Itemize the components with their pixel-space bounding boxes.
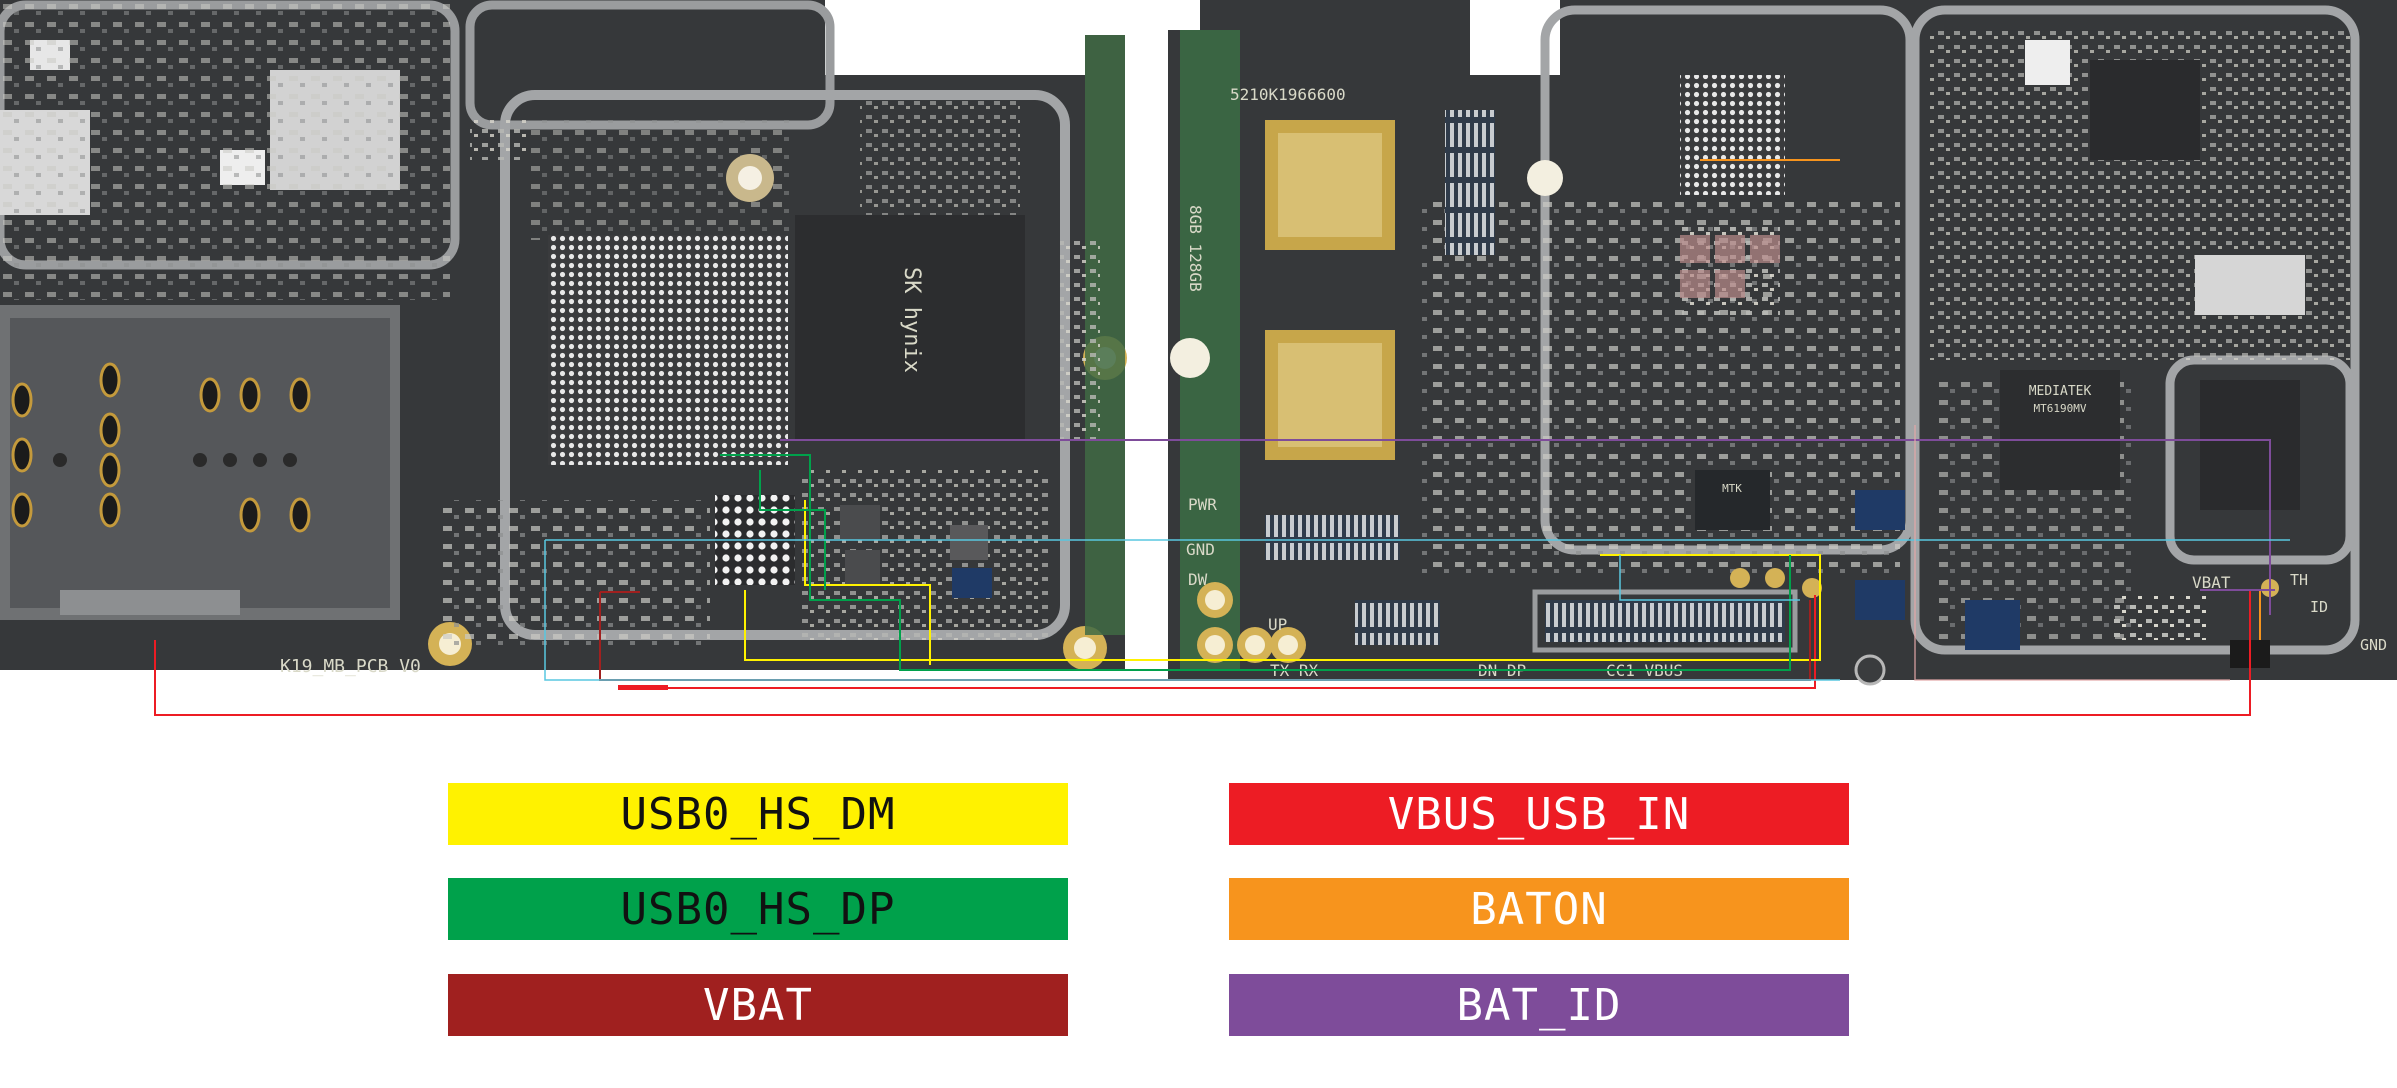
legend-usb0-hs-dp: USB0_HS_DP [448,878,1068,940]
legend-vbat: VBAT [448,974,1068,1036]
net-traces [154,159,2290,716]
trace-bat-id [780,439,2271,615]
legend-label: USB0_HS_DP [620,883,896,935]
legend-usb0-hs-dm: USB0_HS_DM [448,783,1068,845]
silk-up: UP [1268,615,1287,634]
chip-mediatek-code: MT6190MV [2034,402,2087,415]
chip-mtk: MTK [1722,482,1742,495]
silk-pwr: PWR [1188,495,1217,514]
legend-label: BATON [1470,883,1608,935]
lot-code: 5210K1966600 [1230,85,1346,104]
silk-gnd-right: GND [2360,636,2387,654]
pcb-label: K19_MB_PCB V0 [280,656,421,677]
chip-mediatek: MEDIATEK [2029,384,2092,399]
silk-id: ID [2310,598,2328,616]
pcb-board-photo: SK hynix K19_MB_PCB V0 5210K1966600 8GB … [0,0,2397,716]
trace-vbus-usb-in [154,590,2251,716]
pcb-board-illustration: SK hynix K19_MB_PCB V0 5210K1966600 8GB … [0,0,2397,716]
left-board: SK hynix K19_MB_PCB V0 [0,0,1127,677]
svg-text:SK hynix: SK hynix [899,267,924,373]
silk-gnd: GND [1186,540,1215,559]
legend-label: BAT_ID [1456,979,1622,1031]
silk-vbat: VBAT [2192,573,2231,592]
legend-label: VBUS_USB_IN [1387,788,1691,840]
silk-th: TH [2290,571,2308,589]
legend-label: USB0_HS_DM [620,788,896,840]
trace-usb0-hs-dp [720,454,1791,671]
legend-label: VBAT [703,979,813,1031]
trace-usb0-hs-dm [744,554,1821,661]
legend-baton: BATON [1229,878,1849,940]
silk-dw: DW [1188,570,1208,589]
pcb-code: 8GB 128GB [1186,205,1205,292]
legend-bat-id: BAT_ID [1229,974,1849,1036]
legend-vbus-usb-in: VBUS_USB_IN [1229,783,1849,845]
right-board: 5210K1966600 8GB 128GB MEDIATEK MT6190MV… [1168,0,2397,686]
